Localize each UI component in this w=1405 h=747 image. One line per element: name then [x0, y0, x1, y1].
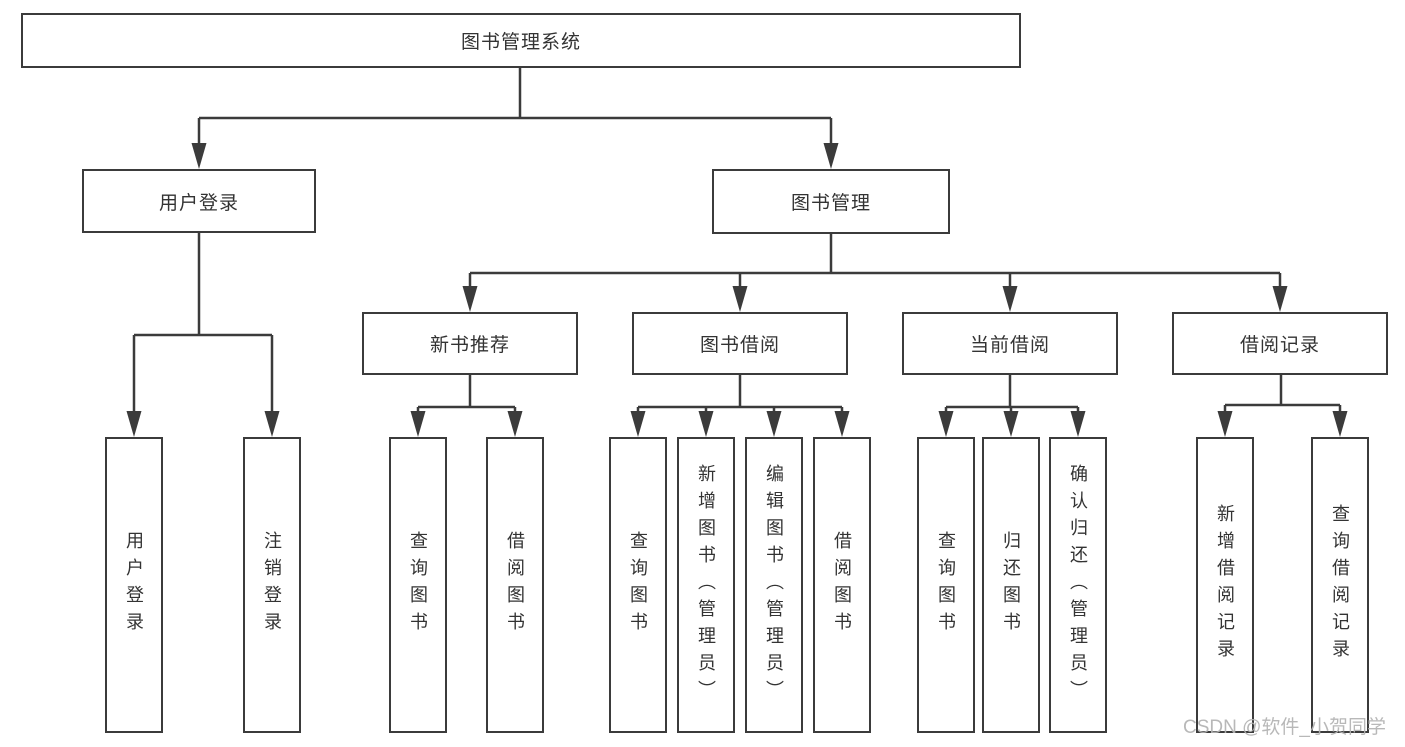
leaf-query-books-borrow: 查询图书	[609, 437, 667, 733]
node-borrow-records: 借阅记录	[1172, 312, 1388, 375]
leaf-label: 编辑图书（管理员）	[764, 463, 784, 707]
leaf-add-borrow-record: 新增借阅记录	[1196, 437, 1254, 733]
node-label: 借阅记录	[1239, 335, 1320, 356]
node-label: 图书借阅	[699, 335, 780, 356]
leaf-query-borrow-record: 查询借阅记录	[1311, 437, 1369, 733]
node-label: 图书管理系统	[460, 32, 581, 53]
leaf-borrow-books-recommend: 借阅图书	[486, 437, 544, 733]
leaf-label: 用户登录	[124, 531, 144, 639]
leaf-label: 注销登录	[262, 531, 282, 639]
node-label: 新书推荐	[429, 335, 510, 356]
arrowheads	[126, 143, 1348, 437]
node-new-book-recommend: 新书推荐	[362, 312, 578, 375]
node-label: 图书管理	[790, 193, 871, 214]
leaf-label: 查询图书	[628, 531, 648, 639]
leaf-label: 借阅图书	[505, 531, 525, 639]
leaf-label: 新增借阅记录	[1215, 504, 1235, 666]
leaf-label: 查询图书	[936, 531, 956, 639]
node-label: 用户登录	[158, 192, 239, 214]
node-book-borrow: 图书借阅	[632, 312, 848, 375]
leaf-label: 借阅图书	[832, 531, 852, 639]
leaf-label: 确认归还（管理员）	[1068, 463, 1088, 707]
leaf-label: 查询借阅记录	[1330, 504, 1350, 666]
leaf-query-books-current: 查询图书	[917, 437, 975, 733]
leaf-query-books-recommend: 查询图书	[389, 437, 447, 733]
node-user-login: 用户登录	[82, 169, 316, 233]
csdn-watermark: CSDN @软件_小贺同学	[1183, 717, 1386, 738]
leaf-add-book-admin: 新增图书（管理员）	[677, 437, 735, 733]
leaf-edit-book-admin: 编辑图书（管理员）	[745, 437, 803, 733]
node-label: 当前借阅	[969, 335, 1050, 356]
leaf-label: 归还图书	[1001, 531, 1021, 639]
leaf-label: 新增图书（管理员）	[696, 463, 716, 707]
leaf-confirm-return-admin: 确认归还（管理员）	[1049, 437, 1107, 733]
node-current-borrow: 当前借阅	[902, 312, 1118, 375]
node-library-management-system: 图书管理系统	[21, 13, 1021, 68]
leaf-user-login: 用户登录	[105, 437, 163, 733]
leaf-borrow-books: 借阅图书	[813, 437, 871, 733]
leaf-label: 查询图书	[408, 531, 428, 639]
connector-stems	[132, 68, 1342, 414]
node-book-management: 图书管理	[712, 169, 950, 234]
leaf-logout: 注销登录	[243, 437, 301, 733]
leaf-return-book: 归还图书	[982, 437, 1040, 733]
